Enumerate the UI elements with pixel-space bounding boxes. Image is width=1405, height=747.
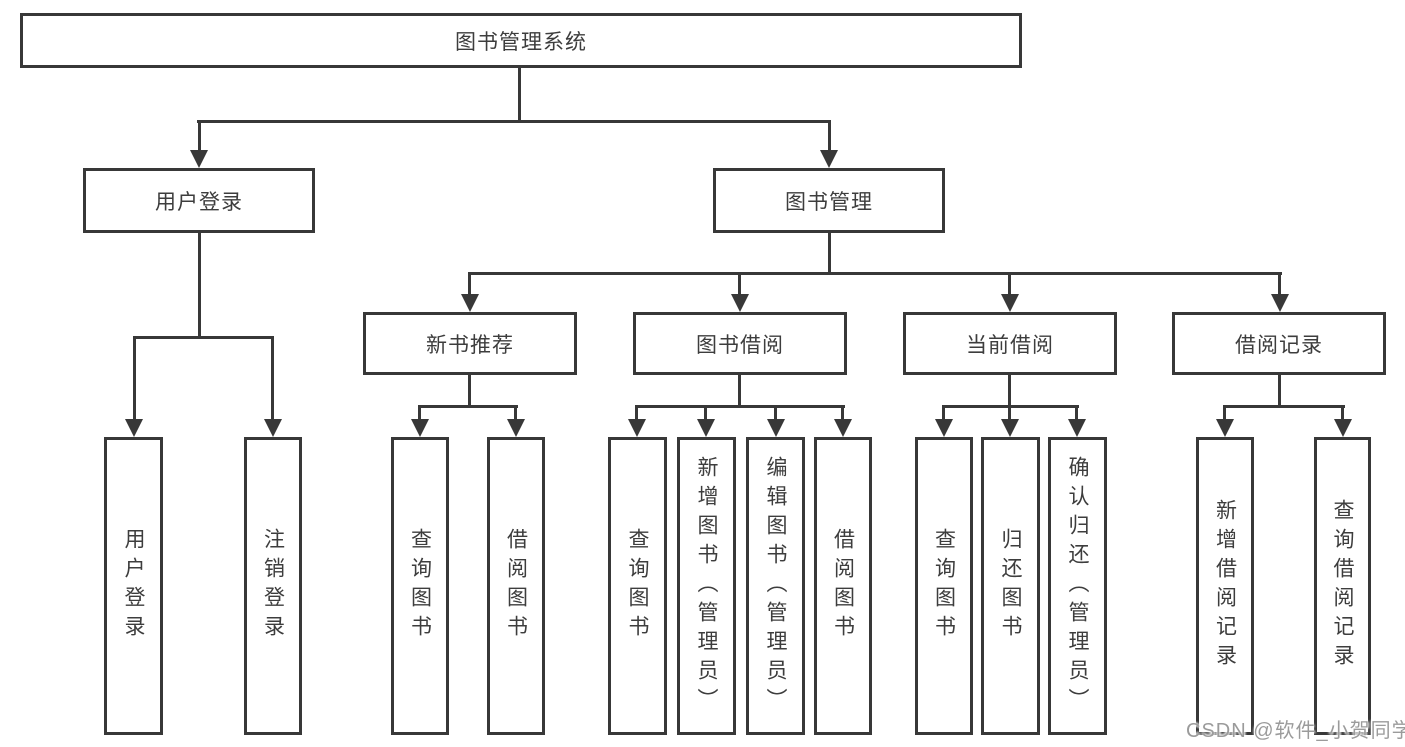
- leaf-user-login: 用户登录: [104, 437, 163, 735]
- connector-borrowing-stem: [738, 375, 741, 405]
- leaf-borrow-books-recommend: 借阅图书: [487, 437, 545, 735]
- connector-book-mgmt-drop-4: [1278, 272, 1281, 296]
- connector-borrowing-rail: [635, 405, 845, 408]
- connector-borrowing-drop-3: [774, 405, 777, 421]
- arrow-down-icon: [461, 294, 479, 312]
- arrow-down-icon: [1216, 419, 1234, 437]
- node-new-book-recommendation: 新书推荐: [363, 312, 577, 375]
- node-book-borrowing: 图书借阅: [633, 312, 847, 375]
- connector-current-stem: [1008, 375, 1011, 405]
- leaf-query-books-borrowing: 查询图书: [608, 437, 667, 735]
- leaf-query-books-current: 查询图书: [915, 437, 973, 735]
- connector-book-mgmt-stem: [828, 233, 831, 272]
- connector-root-rail: [197, 120, 831, 123]
- leaf-add-borrow-record: 新增借阅记录: [1196, 437, 1254, 735]
- leaf-logout: 注销登录: [244, 437, 302, 735]
- connector-records-rail: [1223, 405, 1345, 408]
- connector-borrowing-drop-4: [841, 405, 844, 421]
- connector-root-drop-right: [828, 120, 831, 152]
- connector-root-drop-left: [198, 120, 201, 152]
- connector-new-book-stem: [468, 375, 471, 405]
- node-library-management-system: 图书管理系统: [20, 13, 1022, 68]
- connector-records-drop-1: [1223, 405, 1226, 421]
- connector-book-mgmt-drop-2: [738, 272, 741, 296]
- arrow-down-icon: [507, 419, 525, 437]
- node-book-management: 图书管理: [713, 168, 945, 233]
- arrow-down-icon: [767, 419, 785, 437]
- leaf-edit-book-admin: 编辑图书（管理员）: [746, 437, 805, 735]
- arrow-down-icon: [731, 294, 749, 312]
- node-borrowing-records: 借阅记录: [1172, 312, 1386, 375]
- connector-book-mgmt-rail: [468, 272, 1282, 275]
- arrow-down-icon: [628, 419, 646, 437]
- connector-book-mgmt-drop-1: [468, 272, 471, 296]
- connector-current-drop-2: [1008, 405, 1011, 421]
- connector-new-book-drop-1: [418, 405, 421, 421]
- connector-current-drop-3: [1075, 405, 1078, 421]
- connector-user-login-rail: [133, 336, 274, 339]
- node-user-login: 用户登录: [83, 168, 315, 233]
- leaf-query-borrow-record: 查询借阅记录: [1314, 437, 1371, 735]
- connector-root-stem: [518, 68, 521, 120]
- leaf-return-books: 归还图书: [981, 437, 1040, 735]
- arrow-down-icon: [1068, 419, 1086, 437]
- connector-user-login-drop-2: [271, 336, 274, 421]
- node-current-borrowing: 当前借阅: [903, 312, 1117, 375]
- arrow-down-icon: [935, 419, 953, 437]
- leaf-borrow-books-borrowing: 借阅图书: [814, 437, 872, 735]
- connector-new-book-rail: [418, 405, 518, 408]
- arrow-down-icon: [1334, 419, 1352, 437]
- arrow-down-icon: [264, 419, 282, 437]
- connector-borrowing-drop-1: [635, 405, 638, 421]
- connector-new-book-drop-2: [514, 405, 517, 421]
- csdn-watermark: CSDN @软件_小贺同学: [1186, 720, 1405, 742]
- arrow-down-icon: [697, 419, 715, 437]
- arrow-down-icon: [190, 150, 208, 168]
- arrow-down-icon: [820, 150, 838, 168]
- leaf-query-books-recommend: 查询图书: [391, 437, 449, 735]
- connector-user-login-stem: [198, 233, 201, 336]
- connector-current-drop-1: [942, 405, 945, 421]
- arrow-down-icon: [1271, 294, 1289, 312]
- connector-user-login-drop-1: [133, 336, 136, 421]
- arrow-down-icon: [411, 419, 429, 437]
- arrow-down-icon: [1001, 419, 1019, 437]
- leaf-add-book-admin: 新增图书（管理员）: [677, 437, 736, 735]
- connector-borrowing-drop-2: [704, 405, 707, 421]
- arrow-down-icon: [125, 419, 143, 437]
- connector-book-mgmt-drop-3: [1008, 272, 1011, 296]
- leaf-confirm-return-admin: 确认归还（管理员）: [1048, 437, 1107, 735]
- arrow-down-icon: [834, 419, 852, 437]
- arrow-down-icon: [1001, 294, 1019, 312]
- connector-records-stem: [1278, 375, 1281, 405]
- connector-records-drop-2: [1341, 405, 1344, 421]
